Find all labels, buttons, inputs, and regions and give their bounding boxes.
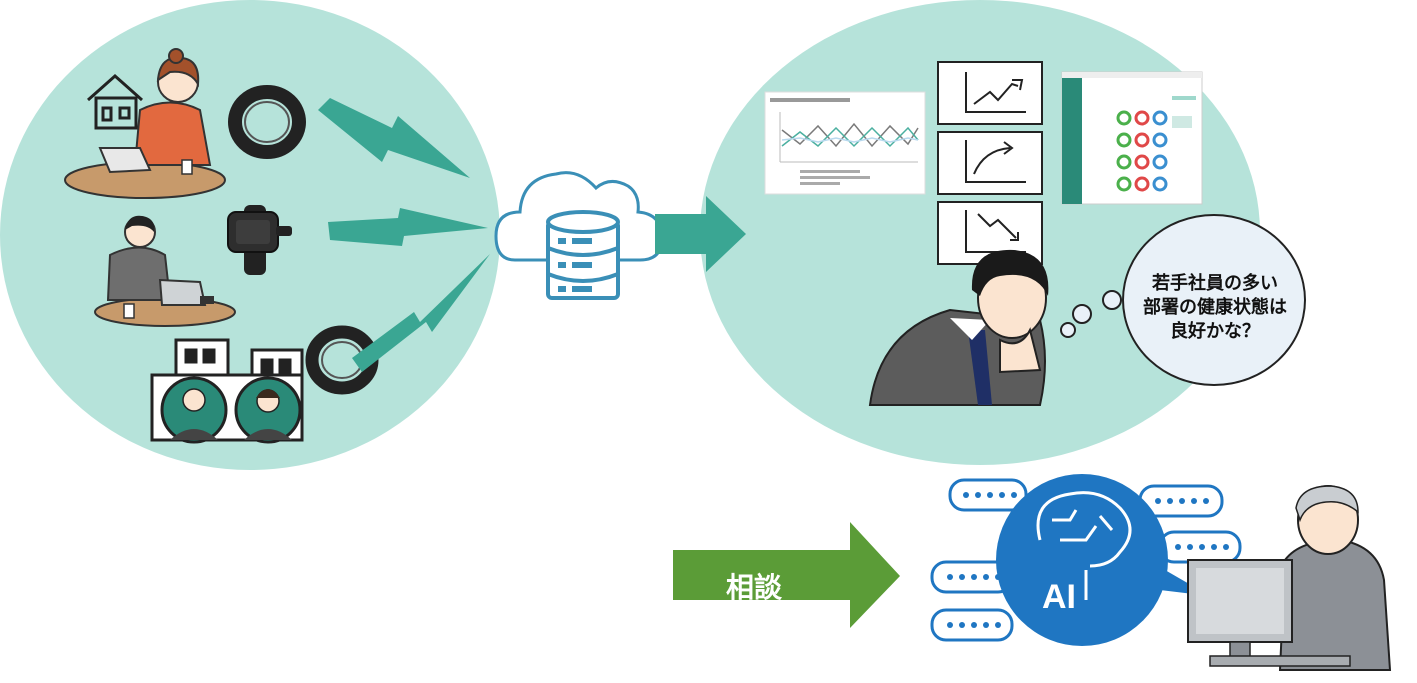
consult-label: 相談: [726, 571, 783, 604]
thought-bubble: [1122, 214, 1306, 386]
data-link-lightning: [318, 98, 490, 372]
smart-ring-icon: [228, 85, 306, 159]
consult-arrow: [673, 522, 900, 628]
dashboard-screenshot: [1061, 71, 1203, 205]
thought-line-1: 若手社員の多い: [1152, 273, 1278, 294]
thought-dots: [1060, 290, 1122, 338]
ai-label: AI: [1042, 578, 1076, 616]
growth-curve-icon: [937, 131, 1043, 195]
thought-line-2: 部署の健康状態は: [1143, 297, 1287, 318]
office-worker-female: [234, 376, 302, 444]
flow-arrow: [655, 196, 746, 272]
smartwatch-icon: [227, 205, 292, 275]
house-icon: [87, 73, 143, 130]
ai-user: [1187, 485, 1392, 671]
line-chart-card: [764, 91, 926, 195]
thought-line-3: 良好かな？: [1170, 321, 1260, 342]
trend-up-icon: [937, 61, 1043, 125]
office-worker-male: [160, 376, 228, 444]
cloud-database-icon: [494, 171, 664, 300]
worker-at-home: [64, 48, 226, 199]
chat-bubble-icon: [930, 478, 1242, 642]
thought-bubble-text: 若手社員の多い 部署の健康状態は 良好かな？: [1140, 272, 1290, 344]
thinking-manager: [868, 249, 1049, 406]
worker-at-desk: [94, 215, 236, 327]
